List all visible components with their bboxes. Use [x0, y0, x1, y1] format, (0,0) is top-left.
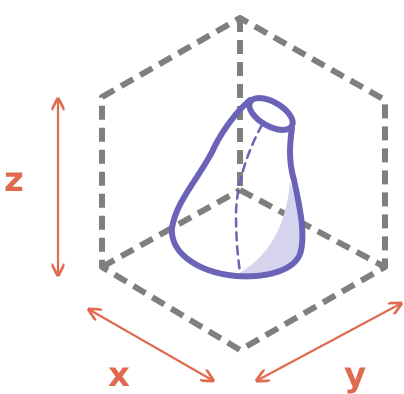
- dashed-box: [99, 15, 388, 353]
- vase-shape: [168, 95, 306, 280]
- y-axis-arrow: [258, 304, 400, 380]
- z-axis-label: z: [4, 160, 24, 200]
- vase-hidden-contour: [234, 123, 264, 274]
- box-outline: [99, 15, 388, 353]
- y-axis-label: y: [344, 355, 366, 394]
- vase-mouth: [246, 95, 296, 133]
- x-axis-arrow: [90, 310, 212, 380]
- axis-arrows: [58, 100, 400, 380]
- vase-body: [168, 97, 306, 280]
- x-axis-label: x: [108, 355, 130, 394]
- box-floor-right-edge: [238, 187, 387, 270]
- vase-shading: [238, 182, 301, 274]
